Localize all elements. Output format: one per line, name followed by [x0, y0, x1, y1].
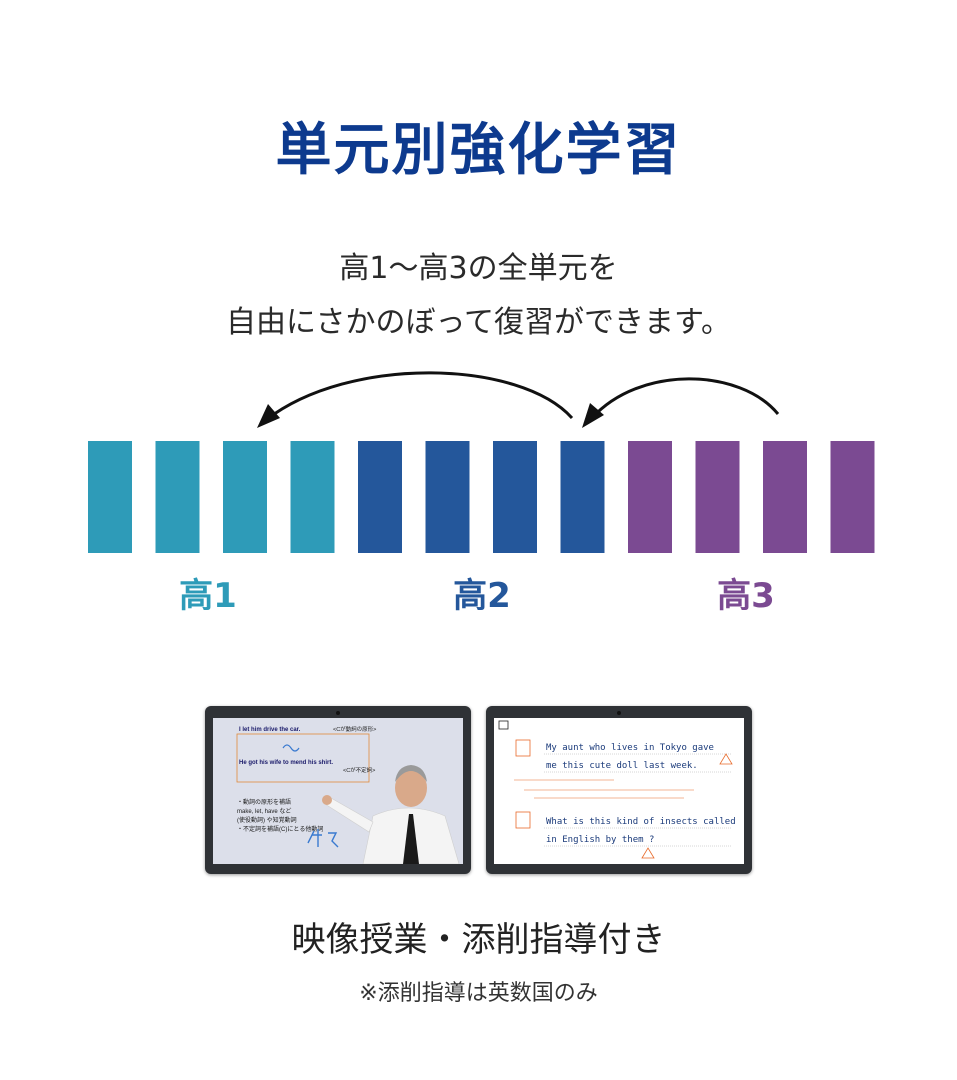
- lecture-note-1: <Cが動詞の原形>: [333, 725, 376, 733]
- unit-bar-grade2-4: [560, 441, 605, 553]
- grade-label-3: 高3: [717, 576, 775, 616]
- score-box-2: [515, 811, 531, 829]
- grade-label-2: 高2: [453, 576, 511, 616]
- arrow-long-back-head: [257, 404, 280, 428]
- answer-1-line-1: My aunt who lives in Tokyo gave: [546, 743, 714, 753]
- handwriting-mark: [282, 744, 300, 752]
- description-line-1: 高1〜高3の全単元を: [339, 251, 618, 286]
- unit-bar-grade3-4: [830, 441, 875, 553]
- teacher-figure: [322, 765, 460, 864]
- page-title: 単元別強化学習: [275, 118, 682, 183]
- correction-screen: My aunt who lives in Tokyo gave me this …: [494, 718, 744, 864]
- grade-label-1: 高1: [179, 576, 237, 616]
- camera-dot: [617, 711, 621, 715]
- lecture-bullet-2: make, let, have など: [237, 807, 291, 815]
- unit-bar-grade1-2: [155, 441, 200, 553]
- unit-bar-grade3-3: [763, 441, 807, 553]
- arrow-short-back: [590, 377, 780, 420]
- lecture-line-1: I let him drive the car.: [239, 727, 301, 733]
- question-number-box: [498, 720, 509, 730]
- answer-1-line-2: me this cute doll last week.: [546, 761, 698, 771]
- unit-bar-grade1-4: [290, 441, 335, 553]
- score-box-1: [515, 739, 531, 757]
- lecture-bullet-4: ・不定詞を補語(C)にとる他動詞: [237, 825, 323, 833]
- camera-dot: [336, 711, 340, 715]
- unit-bar-grade2-3: [493, 441, 537, 553]
- unit-bar-grade3-1: [628, 441, 672, 553]
- correction-illustration: My aunt who lives in Tokyo gave me this …: [498, 720, 736, 859]
- tablet-correction: My aunt who lives in Tokyo gave me this …: [486, 706, 752, 874]
- answer-2-line-1: What is this kind of insects called: [546, 817, 736, 827]
- lecture-bullet-1: ・動詞の原形を補語: [237, 798, 291, 806]
- correction-mark-2: [641, 847, 655, 859]
- highlight-box: [236, 733, 370, 783]
- description-line-2: 自由にさかのぼって復習ができます。: [226, 305, 731, 340]
- correction-mark-1: [719, 753, 733, 765]
- lecture-note-2: <Cが不定詞>: [343, 766, 375, 774]
- lecture-illustration: I let him drive the car. <Cが動詞の原形> He go…: [236, 725, 460, 864]
- unit-bar-grade2-2: [425, 441, 470, 553]
- arrow-long-back: [265, 371, 574, 422]
- unit-bar-grade3-2: [695, 441, 740, 553]
- unit-bar-grade1-1: [88, 441, 132, 553]
- note: ※添削指導は英数国のみ: [359, 981, 598, 1006]
- unit-bars: [88, 441, 875, 553]
- arrow-short-back-head: [582, 403, 604, 428]
- answer-2-line-2: in English by them ?: [546, 835, 654, 845]
- unit-bar-grade2-1: [358, 441, 402, 553]
- caption: 映像授業・添削指導付き: [291, 920, 666, 960]
- lecture-screen: I let him drive the car. <Cが動詞の原形> He go…: [213, 718, 463, 864]
- lecture-bullet-3: (使役動詞) や知覚動詞: [237, 816, 297, 824]
- units-diagram: [88, 371, 875, 553]
- tablet-video-lecture: I let him drive the car. <Cが動詞の原形> He go…: [205, 706, 471, 874]
- unit-bar-grade1-3: [223, 441, 267, 553]
- lecture-line-2: He got his wife to mend his shirt.: [239, 760, 333, 766]
- handwriting-kanji: [307, 829, 339, 848]
